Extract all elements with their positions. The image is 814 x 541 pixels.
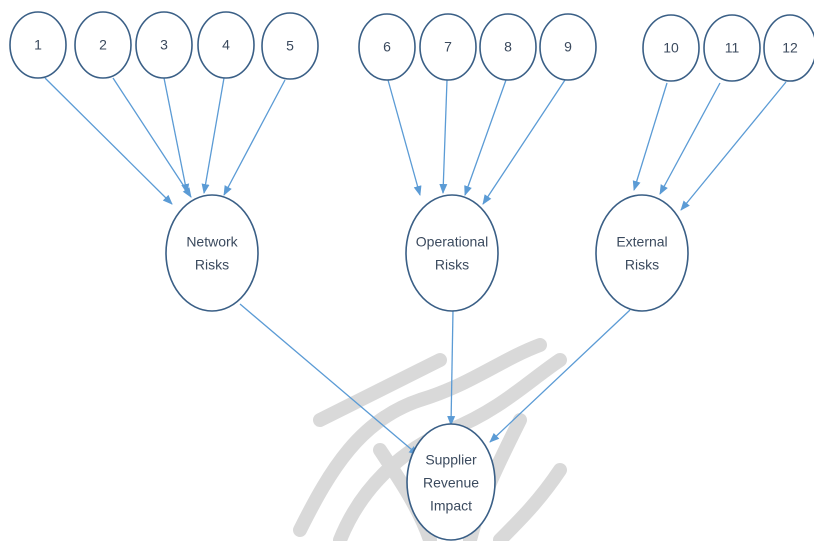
edge-10-external — [632, 82, 668, 191]
node-4-label: 4 — [222, 37, 230, 53]
node-8: 8 — [479, 13, 537, 81]
node-5-label: 5 — [286, 38, 294, 54]
edge-6-operational — [387, 79, 422, 196]
node-9-label: 9 — [564, 39, 572, 55]
node-9: 9 — [539, 13, 597, 81]
node-7-label: 7 — [444, 39, 452, 55]
category-nodes: Network Risks Operational Risks External… — [165, 194, 689, 312]
node-10: 10 — [642, 14, 700, 82]
external-risks-label-line1: External — [616, 234, 667, 250]
edge-9-operational — [482, 79, 566, 205]
edge-12-external — [680, 81, 787, 211]
node-3: 3 — [135, 11, 193, 79]
node-11: 11 — [703, 14, 761, 82]
node-operational-risks: Operational Risks — [405, 194, 499, 312]
edge-8-operational — [464, 79, 507, 196]
edge-7-operational — [439, 79, 448, 194]
node-network-risks: Network Risks — [165, 194, 259, 312]
network-risks-label-line2: Risks — [195, 257, 229, 273]
factor-nodes: 1 2 3 4 5 6 7 8 — [9, 11, 814, 82]
node-4: 4 — [197, 11, 255, 79]
edge-1-network — [44, 77, 173, 205]
edge-4-network — [201, 77, 225, 194]
node-6-label: 6 — [383, 39, 391, 55]
external-risks-label-line2: Risks — [625, 257, 659, 273]
edges — [44, 77, 787, 456]
node-7: 7 — [419, 13, 477, 81]
supplier-impact-label-line3: Impact — [430, 498, 472, 514]
node-1-label: 1 — [34, 37, 42, 53]
node-8-label: 8 — [504, 39, 512, 55]
edge-operational-supplier — [447, 309, 456, 426]
edge-2-network — [112, 77, 192, 198]
node-11-label: 11 — [725, 40, 740, 56]
node-2-label: 2 — [99, 37, 107, 53]
operational-risks-label-line2: Risks — [435, 257, 469, 273]
node-external-risks: External Risks — [595, 194, 689, 312]
node-1: 1 — [9, 11, 67, 79]
node-12: 12 — [763, 14, 814, 82]
edge-11-external — [659, 82, 721, 195]
operational-risks-label-line1: Operational — [416, 234, 488, 250]
supplier-impact-label-line1: Supplier — [425, 452, 477, 468]
node-10-label: 10 — [663, 40, 679, 56]
node-12-label: 12 — [782, 40, 798, 56]
supplier-impact-label-line2: Revenue — [423, 475, 479, 491]
node-6: 6 — [358, 13, 416, 81]
node-3-label: 3 — [160, 37, 168, 53]
edge-external-supplier — [489, 309, 631, 443]
node-2: 2 — [74, 11, 132, 79]
network-risks-label-line1: Network — [186, 234, 238, 250]
edge-5-network — [223, 79, 286, 196]
edge-3-network — [163, 77, 190, 194]
node-5: 5 — [261, 12, 319, 80]
node-supplier-revenue-impact: Supplier Revenue Impact — [406, 423, 496, 541]
edge-network-supplier — [239, 303, 419, 456]
